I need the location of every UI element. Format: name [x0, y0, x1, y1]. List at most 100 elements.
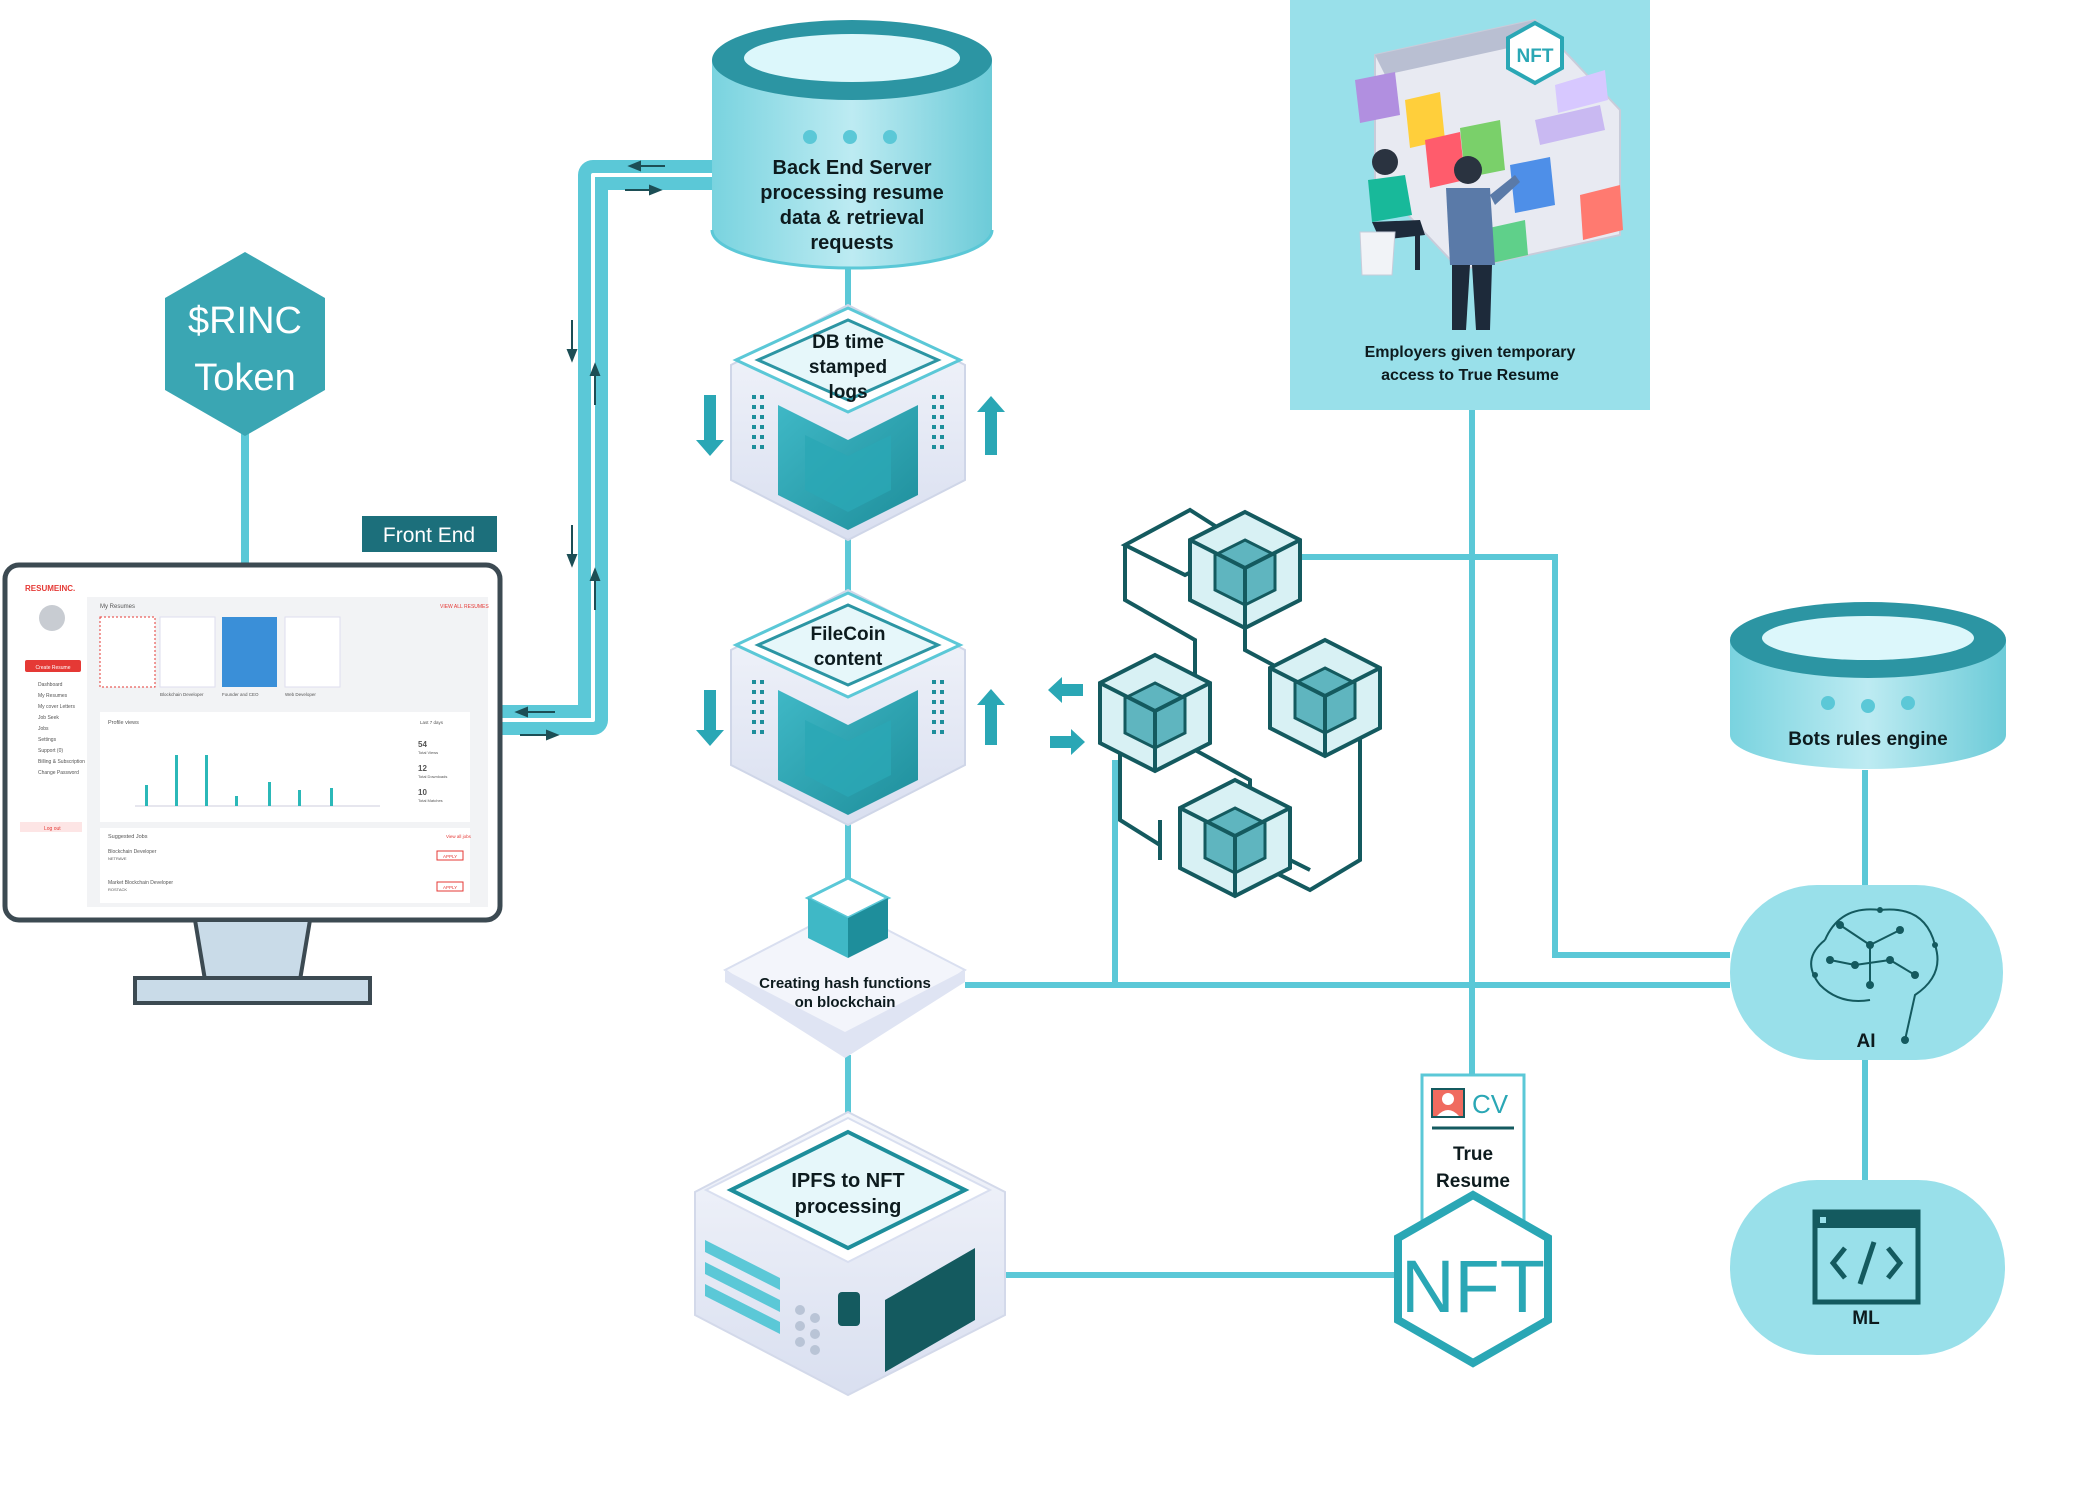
dash-profile-views: Profile views — [108, 720, 139, 726]
db-up-arrow — [977, 396, 1005, 455]
ai-node: AI — [1730, 885, 2003, 1060]
bots-label: Bots rules engine — [1788, 729, 1947, 750]
dash-stats: 54 Total Views 12 Total Downloads 10 Tot… — [418, 740, 447, 803]
db-logs-server: DB time stamped logs — [696, 303, 1005, 542]
dash-apply-button[interactable] — [436, 881, 464, 892]
dash-mini-bars — [145, 755, 333, 806]
dash-my-resumes: My Resumes — [100, 604, 135, 610]
dash-job-title: Market Blockchain Developer — [108, 880, 173, 886]
backend-line4: requests — [810, 232, 893, 254]
ml-label: ML — [1852, 1308, 1880, 1329]
dash-nav-item[interactable]: My Resumes — [38, 693, 68, 699]
true-resume-line1: True — [1453, 1144, 1493, 1165]
blockchain-cluster — [1098, 507, 1382, 899]
dash-nav-item[interactable]: Job Seek — [38, 715, 59, 721]
backend-line1: Back End Server — [773, 157, 932, 179]
dash-nav-item[interactable]: Billing & Subscription — [38, 759, 85, 765]
dash-job-title: Blockchain Developer — [108, 849, 157, 855]
dash-view-all[interactable]: VIEW ALL RESUMES — [440, 604, 489, 610]
code-window-icon — [1812, 1209, 1921, 1305]
dash-avatar — [39, 605, 65, 631]
ml-node: ML — [1730, 1180, 2005, 1355]
employers-line1: Employers given temporary — [1365, 344, 1576, 361]
hash-line2: on blockchain — [795, 994, 896, 1011]
ipfs-server-slots — [705, 1240, 780, 1334]
employers-cards — [1355, 70, 1623, 265]
dash-apply-label: APPLY — [443, 854, 457, 859]
block-cube — [1188, 509, 1302, 631]
token-line1: $RINC — [188, 300, 302, 342]
filecoin-up-arrow — [977, 689, 1005, 745]
dash-create-label: Create Resume — [35, 665, 70, 671]
dash-logout[interactable]: Log out — [44, 826, 61, 832]
dash-apply-button[interactable] — [436, 850, 464, 861]
dash-resume-card-title: Web Developer — [285, 692, 316, 697]
front-end-monitor: RESUMEINC. Create Resume Dashboard My Re… — [2, 562, 503, 1005]
frontend-backend-pipe-inner — [495, 173, 712, 722]
dash-apply-label: APPLY — [443, 885, 457, 890]
block-cube — [1098, 652, 1212, 774]
dash-resume-card-title: Blockchain Developer — [160, 692, 204, 697]
employers-panel: NFT Employers given temporary access to … — [1290, 0, 1650, 410]
dash-stat-label: Total Downloads — [418, 774, 447, 779]
block-cube — [1268, 637, 1382, 759]
front-end-text: Front End — [383, 524, 475, 547]
dash-resume-card-title: Founder and CEO — [222, 692, 259, 697]
hash-functions-node: Creating hash functions on blockchain — [723, 876, 967, 1058]
backend-line3: data & retrieval — [780, 207, 925, 229]
dash-nav-item[interactable]: Settings — [38, 737, 57, 743]
blockchain-right-arrow — [1050, 729, 1085, 755]
dash-nav-item[interactable]: Dashboard — [38, 682, 63, 688]
backend-line2: processing resume — [760, 182, 943, 204]
db-logs-line2: stamped — [809, 357, 887, 378]
hash-line1: Creating hash functions — [759, 975, 931, 992]
filecoin-down-arrow — [696, 690, 724, 746]
block-cube — [1178, 777, 1292, 899]
dash-stat-label: Total Views — [418, 750, 438, 755]
rinc-token-hexagon: $RINC Token — [165, 252, 325, 436]
dash-nav-item[interactable]: Change Password — [38, 770, 79, 776]
dash-stat-value: 12 — [418, 764, 427, 773]
ipfs-line2: processing — [795, 1196, 902, 1218]
true-resume-card: CV True Resume — [1420, 1073, 1526, 1225]
bots-rules-engine-cylinder: Bots rules engine — [1730, 602, 2006, 769]
ai-label: AI — [1857, 1031, 1876, 1052]
dash-stat-value: 54 — [418, 740, 427, 749]
token-line2: Token — [194, 357, 295, 399]
employers-nft-badge: NFT — [1506, 20, 1564, 86]
employers-nft-text: NFT — [1517, 46, 1554, 67]
cv-text: CV — [1472, 1089, 1509, 1119]
frontend-backend-pipe — [495, 160, 712, 735]
dash-nav-item[interactable]: Jobs — [38, 726, 49, 732]
dash-stat-label: Total Matches — [418, 798, 443, 803]
filecoin-line2: content — [814, 649, 883, 670]
dash-range[interactable]: Last 7 days — [420, 720, 444, 725]
blockchain-to-ai-line — [1300, 554, 1730, 958]
front-end-label: Front End — [362, 516, 497, 552]
brain-icon — [1810, 908, 1939, 1041]
filecoin-server: FileCoin content — [696, 588, 1085, 827]
db-down-arrow — [696, 395, 724, 456]
dash-view-jobs[interactable]: View all jobs — [446, 834, 472, 839]
dash-logo: RESUMEINC. — [25, 584, 75, 593]
ipfs-server: IPFS to NFT processing — [694, 1110, 1006, 1397]
employer-person-seated — [1359, 149, 1425, 276]
dash-nav-item[interactable]: Support (0) — [38, 748, 63, 754]
ipfs-line1: IPFS to NFT — [791, 1170, 904, 1192]
dash-job-company: NETRAVE — [108, 856, 127, 861]
pipe-arrows — [514, 160, 665, 741]
dash-create-button[interactable] — [25, 660, 81, 672]
employer-person-standing — [1446, 156, 1520, 330]
dash-stat-value: 10 — [418, 788, 427, 797]
employers-line2: access to True Resume — [1381, 367, 1559, 384]
dash-job-company: ROSTACK — [108, 887, 127, 892]
filecoin-line1: FileCoin — [811, 624, 886, 645]
dash-nav: Dashboard My Resumes My cover Letters Jo… — [38, 682, 85, 776]
dash-suggested: Suggested Jobs — [108, 834, 148, 840]
db-logs-line1: DB time — [812, 332, 884, 353]
backend-server-cylinder: Back End Server processing resume data &… — [710, 20, 994, 270]
true-resume-nft-text: NFT — [1401, 1245, 1545, 1328]
true-resume-line2: Resume — [1436, 1171, 1510, 1192]
dash-nav-item[interactable]: My cover Letters — [38, 704, 75, 710]
